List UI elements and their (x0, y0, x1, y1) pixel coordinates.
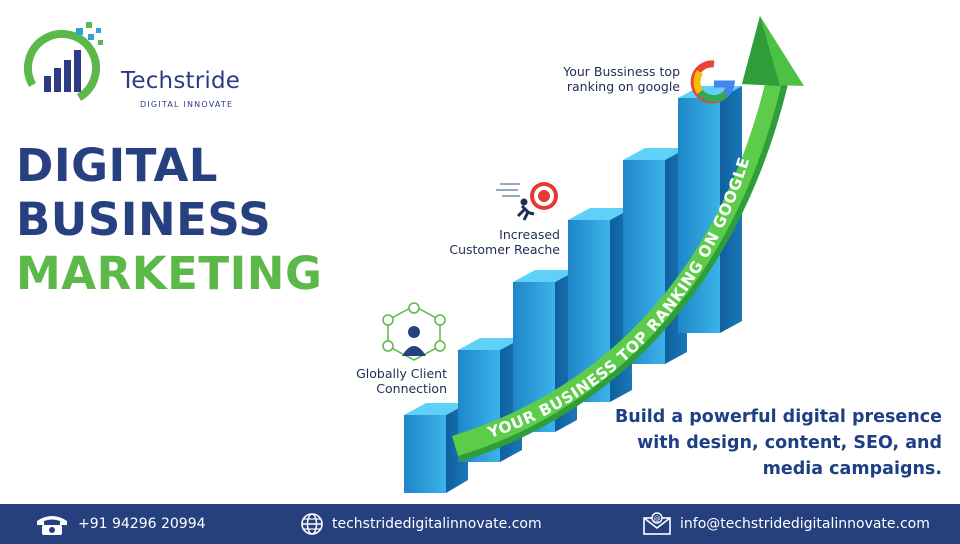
growth-bar-graphic: YOUR BUSINESS TOP RANKING ON GOOGLE (382, 16, 804, 493)
callout-google-line-2: ranking on google (566, 79, 680, 94)
footer-website-text[interactable]: techstridedigitalinnovate.com (332, 516, 542, 532)
footer-phone-text[interactable]: +91 94296 20994 (78, 516, 206, 532)
description-line-2: with design, content, SEO, and (637, 433, 942, 453)
callout-google-ranking: Your Bussiness top ranking on google (520, 64, 680, 94)
footer-email[interactable]: @ info@techstridedigitalinnovate.com (642, 504, 930, 544)
callout-global-connection: Globally Client Connection (330, 366, 447, 396)
footer-website[interactable]: techstridedigitalinnovate.com (300, 504, 542, 544)
bar-6 (678, 86, 742, 333)
target-runner-icon (496, 182, 558, 221)
brand-logo: Techstride DIGITAL INNOVATE (18, 18, 241, 110)
globe-icon (301, 513, 323, 535)
brand-tagline: DIGITAL INNOVATE (140, 100, 234, 109)
phone-icon (37, 516, 67, 535)
svg-text:@: @ (654, 515, 661, 523)
headline-line-3: MARKETING (16, 247, 323, 300)
footer-email-text[interactable]: info@techstridedigitalinnovate.com (680, 516, 930, 532)
callout-google-line-1: Your Bussiness top (563, 64, 680, 79)
callout-reach-line-1: Increased (499, 227, 560, 242)
description-line-3: media campaigns. (762, 459, 942, 479)
footer-phone[interactable]: +91 94296 20994 (34, 504, 206, 544)
google-g-icon (690, 60, 736, 104)
callout-reach-line-2: Customer Reache (449, 242, 560, 257)
brand-name: Techstride (121, 68, 241, 94)
logo-bar-chart-icon (24, 22, 103, 106)
contact-footer: +91 94296 20994 techstridedigitalinnovat… (0, 504, 960, 544)
callout-global-line-2: Connection (376, 381, 447, 396)
headline-line-1: DIGITAL (16, 139, 218, 192)
description-line-1: Build a powerful digital presence (614, 407, 942, 427)
service-description: Build a powerful digital presence with d… (602, 404, 942, 482)
callout-customer-reach: Increased Customer Reache (420, 227, 560, 257)
client-network-icon (382, 302, 446, 361)
callout-global-line-1: Globally Client (356, 366, 447, 381)
headline-line-2: BUSINESS (16, 193, 272, 246)
email-icon: @ (643, 512, 671, 535)
